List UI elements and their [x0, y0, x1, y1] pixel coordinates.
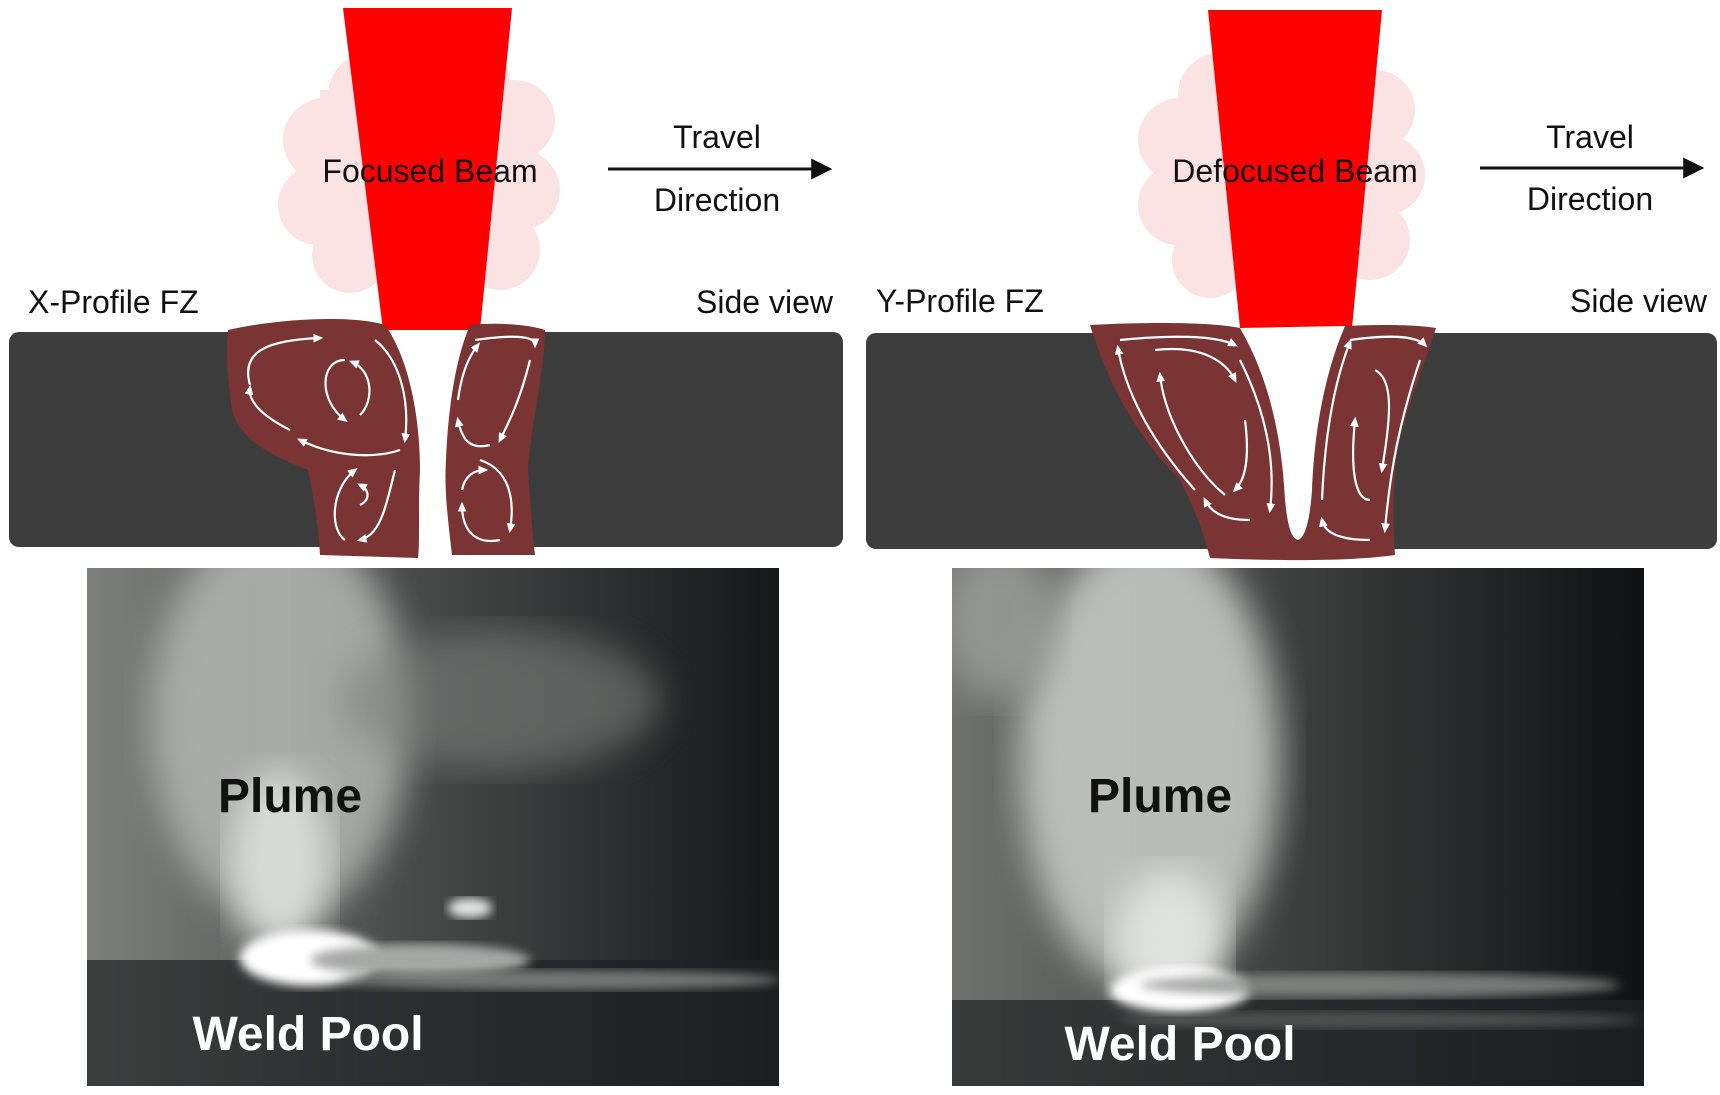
beam-label-right: Defocused Beam	[1172, 153, 1417, 189]
fusion-zone-left-a	[226, 318, 420, 558]
profile-label-right: Y-Profile FZ	[876, 283, 1044, 319]
fusion-zone-right	[1090, 323, 1436, 561]
panel-defocused	[866, 10, 1717, 561]
plume-label-right: Plume	[1088, 770, 1232, 823]
travel-label-right-line2: Direction	[1527, 181, 1653, 217]
view-label-left: Side view	[696, 284, 834, 320]
beam-label-left: Focused Beam	[322, 153, 537, 189]
flow-arrows-right	[1114, 335, 1428, 542]
profile-label-left: X-Profile FZ	[28, 284, 199, 320]
plume-label-left: Plume	[218, 770, 362, 823]
travel-label-left-line2: Direction	[654, 182, 780, 218]
photo-focused	[87, 568, 779, 1086]
fusion-zone-left-b	[445, 323, 545, 555]
photo-defocused	[952, 568, 1644, 1086]
beam-left	[343, 8, 512, 330]
flow-arrows-left	[244, 333, 540, 543]
view-label-right: Side view	[1570, 283, 1708, 319]
pool-label-right: Weld Pool	[1064, 1018, 1295, 1071]
beam-right	[1208, 10, 1382, 328]
panel-focused	[9, 8, 843, 560]
travel-label-left-line1: Travel	[673, 119, 761, 155]
pool-label-left: Weld Pool	[192, 1008, 423, 1061]
travel-label-right-line1: Travel	[1546, 119, 1634, 155]
